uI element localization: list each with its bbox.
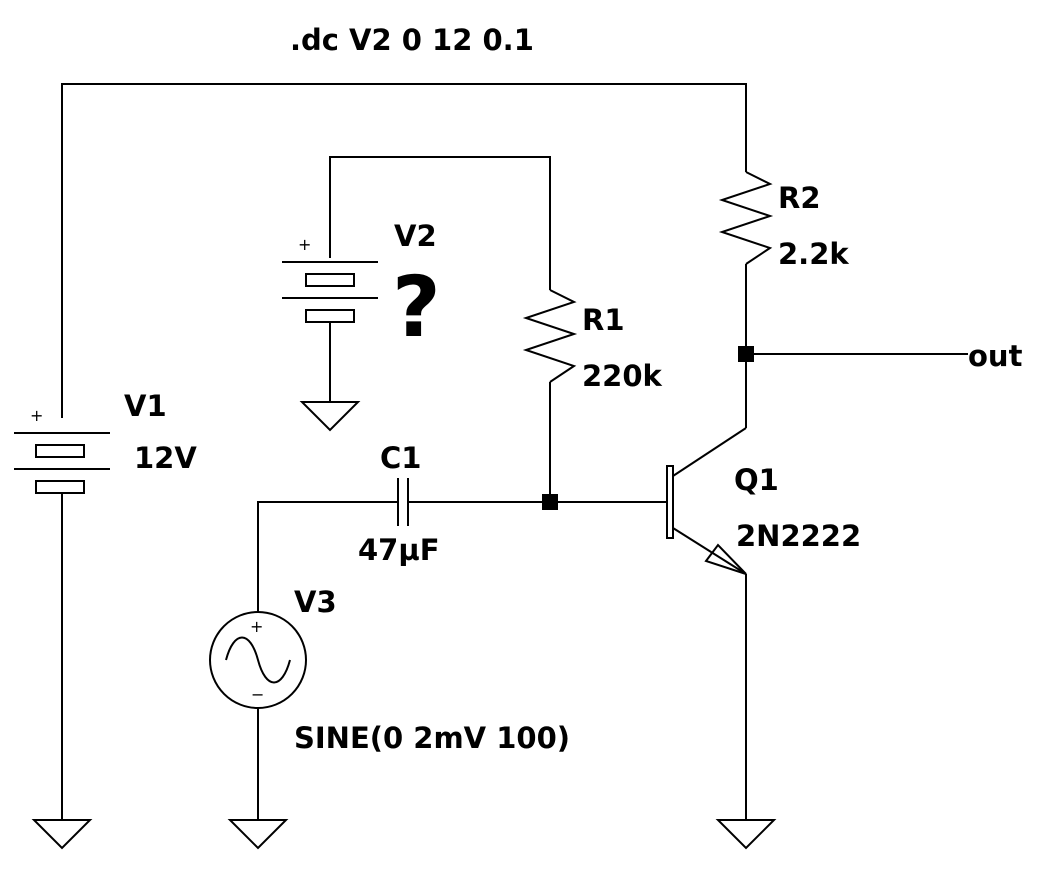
net-label-out: out bbox=[968, 339, 1023, 373]
v1-value: 12V bbox=[134, 441, 197, 475]
junction-out-node bbox=[738, 346, 754, 362]
wires bbox=[61, 83, 968, 820]
q1-base-bar bbox=[666, 465, 674, 539]
v3-circle bbox=[209, 611, 307, 709]
ground-icon-v3 bbox=[227, 819, 289, 850]
resistor-r2 bbox=[718, 171, 774, 265]
v2-cell-lower bbox=[305, 309, 355, 323]
sine-source-v3: + − bbox=[209, 611, 307, 709]
r2-name: R2 bbox=[778, 181, 821, 215]
q1-emitter-leg bbox=[672, 527, 747, 575]
v1-cell-lower bbox=[35, 480, 85, 494]
battery-v2: + bbox=[282, 235, 378, 323]
v2-name: V2 bbox=[394, 219, 437, 253]
r1-name: R1 bbox=[582, 303, 625, 337]
junction-base-node bbox=[542, 494, 558, 510]
resistor-r1 bbox=[522, 289, 578, 383]
c1-name: C1 bbox=[380, 441, 421, 475]
r2-value: 2.2k bbox=[778, 237, 849, 271]
battery-v1: + bbox=[14, 406, 110, 494]
v2-cell bbox=[305, 273, 355, 287]
v3-plus-sign: + bbox=[250, 617, 263, 636]
v1-cell bbox=[35, 444, 85, 458]
q1-name: Q1 bbox=[734, 463, 779, 497]
ground-icon-v1 bbox=[31, 819, 93, 850]
q1-value: 2N2222 bbox=[736, 519, 861, 553]
v2-plus-sign: + bbox=[298, 235, 311, 254]
v1-name: V1 bbox=[124, 389, 167, 423]
spice-directive: .dc V2 0 12 0.1 bbox=[290, 23, 534, 57]
capacitor-c1 bbox=[397, 478, 409, 526]
v3-minus-sign: − bbox=[251, 685, 264, 704]
v1-plus-sign: + bbox=[30, 406, 43, 425]
transistor-q1 bbox=[666, 427, 747, 575]
r2-zigzag bbox=[718, 171, 774, 265]
v2-value: ? bbox=[392, 258, 441, 356]
r1-zigzag bbox=[522, 289, 578, 383]
sine-wave-icon bbox=[225, 636, 291, 684]
wire-v3-c1 bbox=[257, 501, 398, 612]
wire-top-rail bbox=[61, 83, 747, 418]
v3-value: SINE(0 2mV 100) bbox=[294, 721, 570, 755]
c1-value: 47µF bbox=[358, 533, 440, 567]
q1-collector-leg bbox=[672, 427, 747, 477]
emitter-arrow-icon bbox=[704, 543, 747, 575]
r1-value: 220k bbox=[582, 359, 663, 393]
wire-v2-r1 bbox=[329, 156, 551, 290]
v3-name: V3 bbox=[294, 585, 337, 619]
ground-icon-emitter bbox=[715, 819, 777, 850]
ground-icon-v2 bbox=[299, 401, 361, 432]
